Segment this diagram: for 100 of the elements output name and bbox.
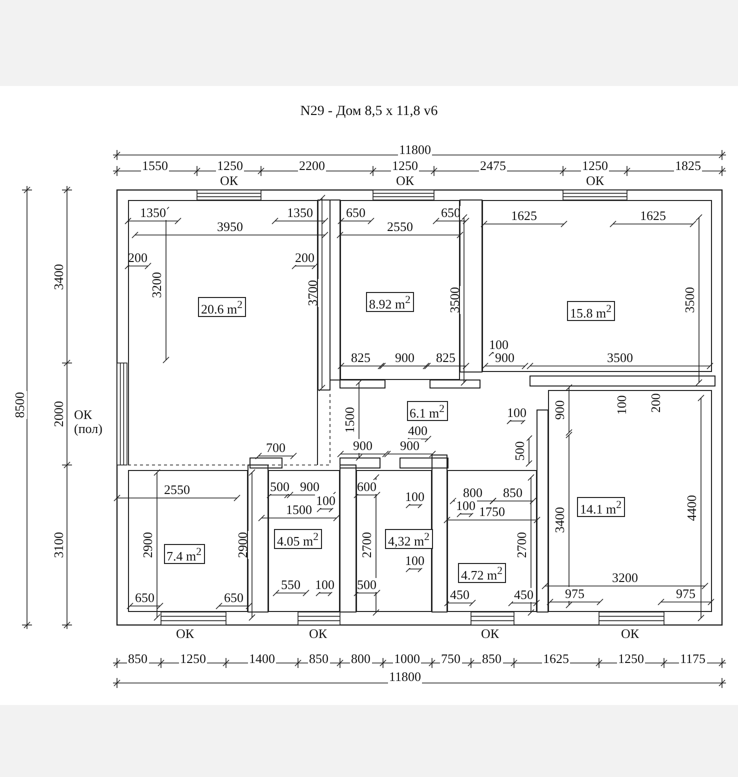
dimension-label: 450 bbox=[513, 588, 534, 602]
area-label: 8.92 m$^{2}$ bbox=[366, 292, 414, 312]
dimension-label: 1250 bbox=[617, 652, 645, 666]
dimension-label: 100 bbox=[488, 338, 510, 352]
area-label: 6.1 m$^{2}$ bbox=[406, 401, 448, 422]
window-label: ОК (пол) bbox=[73, 408, 104, 436]
dimension-label: 975 bbox=[564, 587, 586, 601]
dimension-label: 11800 bbox=[388, 670, 422, 684]
dimension-label: 3500 bbox=[683, 286, 697, 314]
dimension-label: 2475 bbox=[479, 159, 507, 173]
area-label: 20.6 m$^{2}$ bbox=[198, 297, 246, 318]
dimension-label: 650 bbox=[134, 591, 156, 605]
dimension-label: 1250 bbox=[179, 652, 207, 666]
dimension-label: 100 bbox=[314, 578, 336, 592]
dimension-label: 3100 bbox=[52, 531, 66, 559]
dimension-label: 900 bbox=[299, 480, 320, 494]
window-label: ОК bbox=[395, 174, 416, 188]
dimension-label: 2000 bbox=[52, 400, 66, 428]
dimension-label: 1500 bbox=[343, 406, 357, 434]
room-outline bbox=[447, 470, 537, 612]
dimension-label: 800 bbox=[462, 486, 484, 500]
room-outline bbox=[128, 470, 248, 612]
room-outline bbox=[548, 390, 712, 612]
window-label: ОК bbox=[308, 627, 328, 641]
window-label: ОК bbox=[585, 174, 606, 188]
dimension-label: 200 bbox=[648, 392, 663, 414]
dimension-label: 2900 bbox=[236, 531, 250, 559]
dimension-label: 3400 bbox=[52, 263, 66, 291]
room-outline bbox=[128, 200, 318, 465]
dimension-label: 825 bbox=[350, 351, 372, 365]
dimension-label: 900 bbox=[394, 351, 416, 365]
dimension-label: 400 bbox=[407, 424, 428, 438]
dimension-label: 1625 bbox=[542, 652, 570, 666]
dimension-label: 1175 bbox=[679, 652, 707, 666]
dimension-label: 1750 bbox=[478, 505, 506, 519]
dimension-label: 850 bbox=[481, 652, 502, 666]
dimension-label: 850 bbox=[502, 486, 524, 500]
window-label: ОК bbox=[620, 627, 640, 641]
dimension-label: 3700 bbox=[306, 279, 320, 307]
room-outline bbox=[482, 200, 712, 372]
dimension-label: 900 bbox=[399, 439, 420, 453]
dimension-label: 1250 bbox=[216, 159, 244, 173]
area-label: 4.72 m$^{2}$ bbox=[458, 563, 506, 584]
dimension-label: 100 bbox=[506, 406, 528, 420]
dimension-label: 1250 bbox=[581, 159, 609, 173]
dimension-label: 1825 bbox=[674, 159, 702, 173]
dimension-label: 100 bbox=[315, 494, 336, 508]
dimension-label: 1625 bbox=[639, 209, 667, 223]
dimension-label: 900 bbox=[494, 351, 516, 365]
dimension-label: 2700 bbox=[360, 531, 374, 559]
dimension-label: 800 bbox=[350, 652, 372, 666]
dimension-label: 600 bbox=[356, 480, 378, 494]
dimension-label: 2200 bbox=[298, 159, 326, 173]
dimension-label: 3500 bbox=[606, 351, 634, 365]
dimension-label: 8500 bbox=[13, 391, 27, 419]
dimension-label: 650 bbox=[223, 591, 244, 605]
dimension-label: 1550 bbox=[141, 159, 169, 173]
window-label: ОК bbox=[219, 174, 240, 188]
dimension-label: 975 bbox=[675, 587, 696, 601]
area-label: 15.8 m$^{2}$ bbox=[567, 301, 615, 322]
dimension-label: 850 bbox=[308, 652, 330, 666]
area-label: 4,32 m$^{2}$ bbox=[385, 529, 433, 550]
window-label: ОК bbox=[175, 627, 196, 641]
dimension-label: 1000 bbox=[393, 652, 421, 666]
window-label: ОК bbox=[480, 627, 500, 641]
dimension-label: 3200 bbox=[150, 271, 164, 299]
dimension-label: 2900 bbox=[141, 531, 155, 559]
dimension-label: 850 bbox=[127, 652, 148, 666]
dimension-label: 200 bbox=[127, 251, 148, 265]
dimension-label: 900 bbox=[552, 399, 567, 421]
area-label: 14.1 m$^{2}$ bbox=[577, 497, 625, 518]
dimension-label: 1350 bbox=[139, 206, 167, 220]
dimension-label: 1500 bbox=[285, 503, 313, 517]
dimension-label: 100 bbox=[455, 499, 476, 513]
dimension-label: 650 bbox=[345, 206, 366, 220]
dimension-label: 550 bbox=[280, 578, 302, 592]
dimension-label: 500 bbox=[512, 440, 527, 462]
dimension-label: 2700 bbox=[515, 531, 529, 559]
dimension-label: 3200 bbox=[611, 571, 639, 585]
dimension-label: 500 bbox=[356, 578, 378, 592]
room-outline bbox=[356, 470, 432, 612]
dimension-label: 3400 bbox=[553, 506, 567, 534]
dimension-label: 100 bbox=[404, 490, 426, 504]
dimension-label: 750 bbox=[440, 652, 462, 666]
dimension-label: 700 bbox=[265, 441, 286, 455]
dimension-label: 1350 bbox=[286, 206, 314, 220]
dimension-label: 3500 bbox=[448, 286, 462, 314]
plan-title: N29 - Дом 8,5 х 11,8 v6 bbox=[299, 104, 439, 120]
dimension-label: 1250 bbox=[391, 159, 419, 173]
dimension-label: 500 bbox=[269, 480, 290, 494]
dimension-label: 100 bbox=[404, 554, 426, 568]
area-label: 7.4 m$^{2}$ bbox=[164, 544, 205, 564]
dimension-label: 825 bbox=[435, 351, 456, 365]
dimension-label: 1625 bbox=[510, 209, 538, 223]
dimension-label: 4400 bbox=[685, 494, 699, 522]
room-outline bbox=[268, 470, 340, 612]
dimension-label: 900 bbox=[352, 439, 374, 453]
dimension-label: 100 bbox=[614, 394, 629, 416]
dimension-label: 2550 bbox=[163, 483, 191, 497]
area-label: 4.05 m$^{2}$ bbox=[274, 529, 322, 550]
